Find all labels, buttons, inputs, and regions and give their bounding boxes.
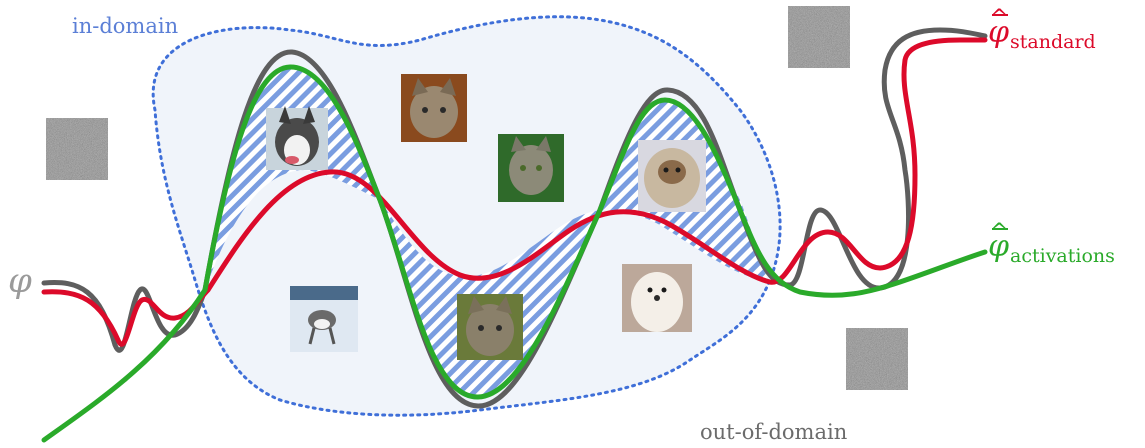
- husky-portrait-image: [266, 106, 328, 170]
- phi-hat-standard-label: ^φstandard: [988, 6, 1096, 53]
- shih-tzu-image: [638, 140, 706, 212]
- phi-hat-standard-subscript: standard: [1010, 31, 1096, 53]
- noise-image-left: [46, 118, 108, 180]
- cat-portrait-image-top: [401, 74, 467, 142]
- cat-grass-image: [498, 134, 564, 202]
- phi-hat-activations-symbol: φ: [988, 229, 1010, 264]
- phi-hat-activations-subscript: activations: [1010, 245, 1115, 267]
- phi-hat-activations-curve: [41, 64, 988, 443]
- cat-center-image: [457, 294, 523, 360]
- phi-label: φ: [8, 261, 32, 301]
- noise-image-top-right: [788, 6, 850, 68]
- out-of-domain-label: out-of-domain: [700, 420, 848, 444]
- white-dog-image: [622, 264, 692, 332]
- phi-hat-standard-symbol: φ: [988, 15, 1010, 50]
- husky-snow-image: [290, 286, 358, 352]
- in-domain-label: in-domain: [72, 14, 179, 38]
- noise-image-bottom-right: [846, 328, 908, 390]
- phi-hat-activations-label: ^φactivations: [988, 220, 1115, 267]
- phi-hat-standard-curve: [41, 37, 988, 347]
